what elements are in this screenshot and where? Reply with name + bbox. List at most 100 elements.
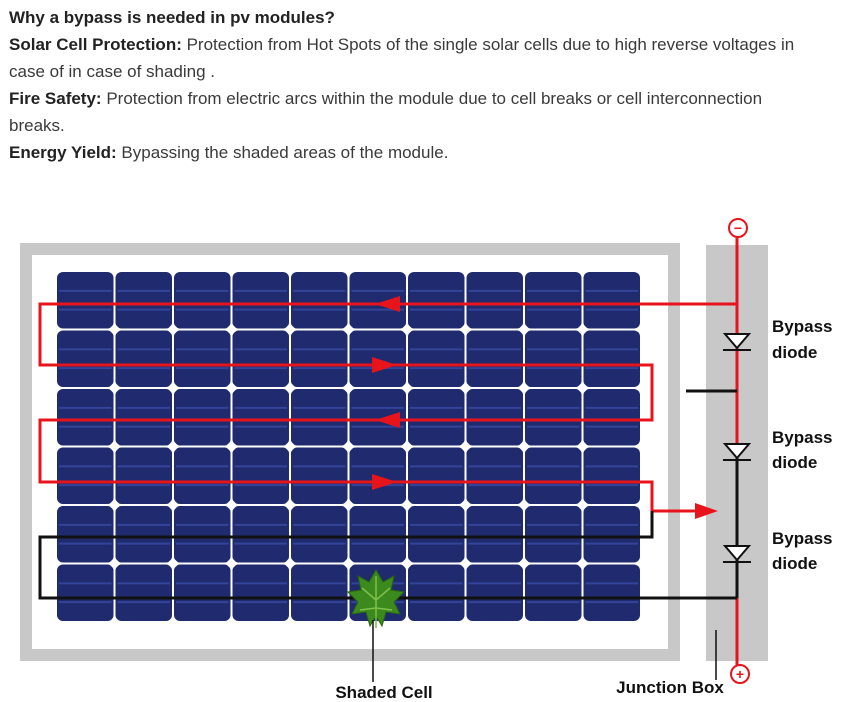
solar-cell (466, 564, 523, 621)
solar-cell (174, 564, 231, 621)
solar-cell (115, 389, 172, 446)
solar-cell (466, 447, 523, 504)
solar-cell (232, 447, 289, 504)
cell-corner-gap (284, 499, 296, 511)
solar-cell (408, 564, 465, 621)
cell-corner-gap (518, 440, 530, 453)
arrow-left-2 (375, 412, 400, 428)
solar-cell (349, 447, 406, 504)
cell-corner-gap (225, 440, 238, 453)
solar-cell (525, 506, 582, 563)
cell-corner-gap (167, 323, 179, 336)
cell-corner-gap (167, 382, 179, 394)
cell-corner-gap (167, 557, 179, 570)
terminal-minus: − (734, 220, 742, 236)
solar-cell (291, 564, 348, 621)
cell-corner-gap (576, 499, 589, 511)
cell-corner-gap (225, 557, 238, 570)
leaf-icon (346, 569, 406, 628)
article-text: Why a bypass is needed in pv modules? So… (9, 4, 829, 166)
cell-corner-gap (342, 382, 355, 394)
cell-corner-gap (342, 499, 355, 511)
solar-cell (525, 330, 582, 387)
solar-cell (583, 272, 640, 329)
solar-cell-grid (57, 272, 640, 621)
cell-corner-gap (108, 382, 121, 394)
solar-cell (408, 330, 465, 387)
cell-corner-gap (284, 440, 296, 453)
cell-corner-gap (401, 557, 413, 570)
solar-cell (115, 506, 172, 563)
item-text: Protection from electric arcs within the… (101, 89, 763, 108)
solar-cell (115, 272, 172, 329)
bypassed-wire (38, 389, 739, 600)
item-label: Solar Cell Protection: (9, 35, 182, 54)
cell-corner-gap (225, 323, 238, 336)
solar-cell (57, 389, 114, 446)
bypass-diode-diagram: − + Bypass diode Bypass diode Bypass dio… (20, 218, 837, 702)
solar-cell (349, 272, 406, 329)
terminal-plus: + (736, 666, 744, 682)
cell-corner-gap (518, 323, 530, 336)
solar-cell (291, 389, 348, 446)
solar-cell (466, 506, 523, 563)
solar-cell (525, 272, 582, 329)
solar-cell (291, 330, 348, 387)
solar-cell (466, 330, 523, 387)
solar-cell (57, 272, 114, 329)
arrow-right-2 (372, 474, 397, 490)
terminal-plus-icon (730, 664, 750, 684)
item-label: Energy Yield: (9, 143, 117, 162)
cell-corner-gap (108, 557, 121, 570)
solar-cell (408, 506, 465, 563)
item-text: breaks. (9, 116, 65, 135)
cell-corner-gap (459, 323, 472, 336)
cell-corner-gap (576, 382, 589, 394)
cell-corner-gap (401, 499, 413, 511)
diode-icon (722, 443, 752, 461)
item-fire-safety-continued: breaks. (9, 112, 829, 139)
article-heading: Why a bypass is needed in pv modules? (9, 8, 335, 27)
cell-corner-gap (401, 323, 413, 336)
solar-cell (408, 447, 465, 504)
solar-cell (232, 330, 289, 387)
cell-corner-gap (342, 557, 355, 570)
item-solar-cell-protection: Solar Cell Protection: Protection from H… (9, 31, 829, 85)
solar-cell (232, 564, 289, 621)
cell-corner-gap (459, 382, 472, 394)
solar-cell (174, 506, 231, 563)
solar-cell (57, 564, 114, 621)
cell-corner-gap (459, 440, 472, 453)
cell-corner-gap (576, 557, 589, 570)
cell-corner-gap (108, 499, 121, 511)
solar-cell (349, 389, 406, 446)
item-text: Bypassing the shaded areas of the module… (116, 143, 449, 162)
cell-corner-gap (225, 499, 238, 511)
arrow-left-1 (375, 296, 400, 312)
solar-cell (174, 389, 231, 446)
item-fire-safety: Fire Safety: Protection from electric ar… (9, 85, 829, 112)
current-arrows (372, 296, 718, 519)
black-wire-loop (38, 511, 737, 600)
solar-cell (408, 272, 465, 329)
diode-label-2: Bypass diode (772, 428, 837, 472)
solar-cell (583, 506, 640, 563)
solar-cell (583, 389, 640, 446)
cell-corner-gap (167, 499, 179, 511)
cell-corner-gap (108, 440, 121, 453)
cell-corner-gap (518, 499, 530, 511)
diode-label-3: Bypass diode (772, 529, 837, 573)
solar-cell (232, 272, 289, 329)
solar-cell (115, 330, 172, 387)
solar-cell (349, 330, 406, 387)
cell-corner-gap (459, 557, 472, 570)
cell-corner-gap (108, 323, 121, 336)
cell-corner-gap (225, 382, 238, 394)
item-label: Fire Safety: (9, 89, 102, 108)
diode-icon (722, 333, 752, 351)
cell-corner-gap (284, 382, 296, 394)
cell-corner-gap (518, 382, 530, 394)
cell-corner-gap (459, 499, 472, 511)
item-text: Protection from Hot Spots of the single … (9, 35, 795, 81)
diode-icon (722, 545, 752, 563)
